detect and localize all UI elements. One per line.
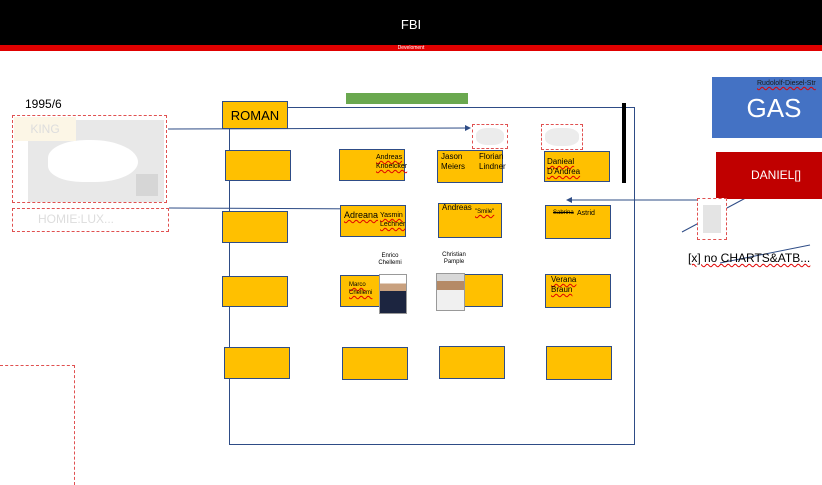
date-label: 1995/6 (25, 97, 62, 111)
king-label: KING (14, 117, 76, 141)
person-adreana: Adreana (344, 210, 379, 220)
person-photo-icon[interactable] (436, 273, 465, 311)
desk[interactable] (342, 347, 408, 380)
placeholder-image-icon[interactable] (541, 124, 583, 150)
header-subtitle: Develoment (397, 45, 425, 51)
map-blob-icon (48, 140, 138, 182)
gas-address: Rudololf-Diesel-Str (757, 80, 816, 87)
left-bottom-frame (0, 365, 75, 485)
person-photo-icon[interactable] (379, 274, 407, 314)
gas-label: GAS (746, 93, 802, 123)
desk[interactable] (339, 149, 405, 181)
desk[interactable] (222, 276, 288, 307)
gas-box[interactable] (712, 77, 822, 138)
header-accent-line (0, 45, 822, 51)
person-christian-pample: Christian Pample (442, 252, 466, 265)
desk[interactable] (545, 205, 611, 239)
desk[interactable] (545, 274, 611, 308)
desk[interactable] (460, 274, 503, 307)
person-andreas: Andreas (442, 203, 472, 212)
desk[interactable] (437, 150, 503, 183)
person-enrico-chellemi: Enrico Chellemi (378, 253, 402, 266)
desk[interactable] (225, 150, 291, 181)
king-frame[interactable] (12, 115, 167, 203)
wall-divider (622, 103, 626, 183)
desk[interactable] (340, 205, 406, 237)
person-yasmin-lechner: Yasmin Lechner (380, 212, 406, 228)
desk[interactable] (439, 346, 505, 379)
person-smile: "Smile" (475, 209, 495, 215)
homie-frame[interactable] (12, 208, 169, 232)
roman-desk[interactable]: ROMAN (222, 101, 288, 129)
desk[interactable] (224, 347, 290, 379)
desk[interactable] (546, 346, 612, 380)
desk[interactable] (544, 151, 610, 182)
person-marco-chellemi: Marco Chellemi (349, 282, 373, 296)
arrow-king-to-photo (167, 125, 471, 132)
desk[interactable] (438, 203, 502, 238)
placeholder-image-icon[interactable] (697, 198, 727, 240)
person-verana-braun: Verana Braun (551, 275, 577, 294)
green-bar (346, 93, 468, 104)
homie-label: HOMIE:LUX... (38, 212, 115, 226)
daniel-box[interactable] (716, 152, 822, 199)
header-title: FBI (400, 17, 422, 32)
desk[interactable] (222, 211, 288, 243)
person-danieal-dandrea: Danieal D'Andrea (547, 157, 581, 176)
notice-text: [x] no CHARTS&ATB... (688, 251, 810, 265)
person-astrid: Astrid (577, 210, 595, 217)
notice-label: [x] no CHARTS&ATB... (688, 251, 811, 265)
person-andreas-knoelcker: Andreas Knoelcker (376, 154, 408, 170)
person-jason-meiers: Jason Meiers (441, 152, 466, 171)
person-florian-lindner: Florian Lindner (479, 152, 506, 171)
person-sabrina: Sabrina (553, 210, 574, 216)
image-detail (136, 174, 158, 196)
diagonal-line-notice (719, 244, 811, 264)
daniel-label: DANIEL[] (750, 168, 801, 182)
header-bar (0, 0, 822, 45)
placeholder-image-icon[interactable] (472, 124, 508, 149)
